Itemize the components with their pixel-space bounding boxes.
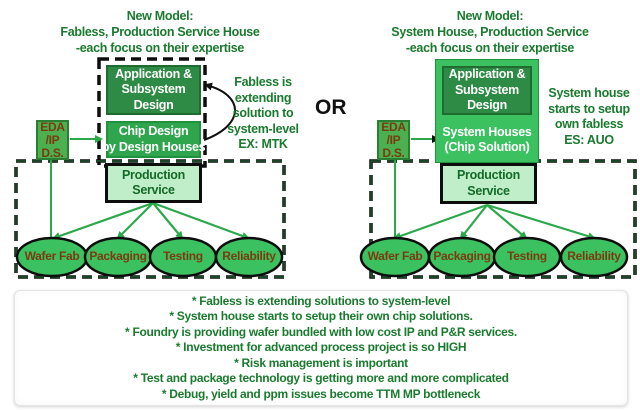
left-service-testing: Testing <box>150 248 216 266</box>
service-label: Testing <box>163 249 203 264</box>
box-text: Application & <box>115 66 192 81</box>
left-extending-curve-arrow <box>203 82 236 141</box>
or-separator: OR <box>315 96 347 119</box>
left-title: New Model: Fabless, Production Service H… <box>55 8 265 56</box>
notes-list: * Fabless is extending solutions to syst… <box>15 294 627 403</box>
right-title-line: New Model: <box>456 9 524 23</box>
right-production-service-box: Production Service <box>440 163 537 204</box>
box-text: EDA <box>381 119 406 134</box>
note-item: * Risk management is important <box>234 355 408 370</box>
annotation-line: system-level <box>227 121 299 136</box>
annotation-line: ES: AUO <box>564 132 614 147</box>
right-title-line: -each focus on their expertise <box>405 41 575 55</box>
right-service-packaging: Packaging <box>429 248 495 266</box>
box-text: /IP <box>386 132 401 147</box>
left-service-packaging: Packaging <box>85 248 151 266</box>
left-service-ellipses <box>15 236 284 278</box>
box-text: System Houses <box>442 124 532 139</box>
service-label: Reliability <box>567 249 621 264</box>
left-title-line: -each focus on their expertise <box>75 41 245 55</box>
annotation-line: own fabless <box>554 117 624 131</box>
left-title-line: New Model: <box>126 9 194 23</box>
service-label: Reliability <box>222 249 276 264</box>
left-chip-design-box: Chip Design by Design Houses <box>102 121 206 158</box>
left-service-arrows <box>52 201 250 240</box>
notes-box: * Fabless is extending solutions to syst… <box>14 290 628 406</box>
box-text: Service <box>132 183 175 197</box>
service-label: Packaging <box>433 249 491 264</box>
right-eda-box: EDA /IP D.S. <box>377 120 410 160</box>
left-title-line: Fabless, Production Service House <box>60 25 260 39</box>
note-item: * Fabless is extending solutions to syst… <box>191 293 451 308</box>
box-text: by Design Houses <box>101 139 206 154</box>
box-text: Subsystem <box>455 82 519 97</box>
service-label: Testing <box>507 249 547 264</box>
left-service-reliability: Reliability <box>216 248 282 266</box>
note-item: * Debug, yield and ppm issues become TTM… <box>161 386 481 401</box>
annotation-line: EX: MTK <box>238 137 288 151</box>
note-item: * System house starts to setup their own… <box>169 309 473 324</box>
box-text: Subsystem <box>121 82 186 97</box>
right-service-testing: Testing <box>494 248 560 266</box>
box-text: Service <box>467 183 510 198</box>
right-annotation: System house starts to setup own fabless… <box>543 86 635 148</box>
right-service-wafer-fab: Wafer Fab <box>361 248 429 266</box>
note-item: * Investment for advanced process projec… <box>175 340 467 355</box>
left-application-box: Application & Subsystem Design <box>106 65 201 115</box>
box-text: D.S. <box>41 145 64 160</box>
service-label: Wafer Fab <box>24 249 80 264</box>
box-text: /IP <box>45 132 60 147</box>
right-system-houses-label: System Houses (Chip Solution) <box>438 122 536 158</box>
box-text: Production <box>122 167 185 182</box>
left-annotation: Fabless is extending solution to system-… <box>222 75 304 153</box>
box-text: Design <box>133 97 174 112</box>
box-text: (Chip Solution) <box>444 140 530 154</box>
box-text: EDA <box>40 119 65 134</box>
right-service-arrows <box>393 203 596 241</box>
annotation-line: Fabless is <box>234 75 292 89</box>
annotation-line: solution to <box>232 106 294 120</box>
service-label: Packaging <box>89 249 147 264</box>
left-production-service-box: Production Service <box>105 163 202 203</box>
box-text: Chip Design <box>118 124 189 138</box>
note-item: * Foundry is providing wafer bundled wit… <box>125 324 517 339</box>
right-title-line: System House, Production Service <box>391 25 589 39</box>
annotation-line: starts to setup <box>548 101 630 116</box>
annotation-line: extending <box>234 90 292 105</box>
box-text: Design <box>467 98 507 113</box>
left-service-wafer-fab: Wafer Fab <box>17 248 87 266</box>
box-text: Application & <box>448 67 526 82</box>
note-item: * Test and package technology is getting… <box>133 371 509 386</box>
right-title: New Model: System House, Production Serv… <box>390 8 590 56</box>
box-text: D.S. <box>382 145 405 160</box>
right-service-reliability: Reliability <box>561 248 627 266</box>
service-label: Wafer Fab <box>367 249 423 264</box>
left-eda-box: EDA /IP D.S. <box>36 120 69 160</box>
right-service-ellipses <box>359 236 629 278</box>
right-application-box: Application & Subsystem Design <box>442 66 532 115</box>
annotation-line: System house <box>548 86 630 100</box>
box-text: Production <box>457 168 520 182</box>
